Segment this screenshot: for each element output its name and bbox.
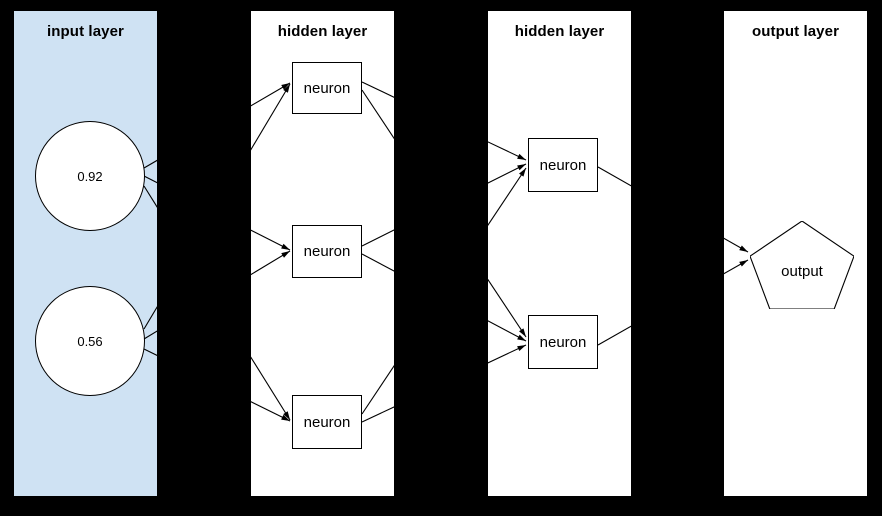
arrowhead-edge-h1a-h2b bbox=[519, 328, 526, 337]
connection-edge-in2-h1a bbox=[251, 83, 291, 151]
connection-edge-in2-h1c bbox=[143, 348, 157, 357]
connection-edge-h1a-h2a bbox=[361, 81, 394, 98]
connection-edge-in1-h1b bbox=[251, 229, 291, 251]
connection-edge-h1a-h2b bbox=[361, 89, 394, 140]
arrowhead-edge-in2-h1a bbox=[283, 84, 290, 93]
connection-edge-h1c-h2b bbox=[488, 344, 527, 364]
connection-edge-h2a-out bbox=[724, 237, 749, 253]
connection-edge-in1-h1c bbox=[143, 185, 157, 208]
node-hidden1-neuron-3[interactable]: neuron bbox=[292, 395, 362, 449]
node-input-node-1[interactable]: 0.92 bbox=[35, 121, 145, 231]
connection-edge-h1b-h2a bbox=[361, 229, 394, 247]
layer-title-output-layer: output layer bbox=[751, 23, 840, 40]
node-output-node[interactable]: output bbox=[749, 220, 855, 310]
connection-edge-h1b-h2b bbox=[361, 253, 394, 272]
node-hidden2-neuron-2[interactable]: neuron bbox=[528, 315, 598, 369]
node-hidden2-neuron-1[interactable]: neuron bbox=[528, 138, 598, 192]
arrowhead-edge-h1b-h2a bbox=[517, 164, 526, 171]
arrowhead-edge-in2-h1b bbox=[281, 251, 290, 258]
layer-title-input-layer: input layer bbox=[47, 23, 124, 40]
connection-edge-h2b-out bbox=[597, 325, 631, 346]
layer-panel-hidden-layer-2: hidden layer neuron neuron bbox=[487, 10, 632, 497]
connection-edge-h2a-out bbox=[597, 166, 631, 187]
node-input-node-2[interactable]: 0.56 bbox=[35, 286, 145, 396]
connection-edge-h1c-h2b bbox=[361, 406, 394, 423]
connection-edge-in1-h1b bbox=[143, 175, 157, 184]
connection-edge-in2-h1b bbox=[143, 330, 157, 340]
connection-edge-in2-h1c bbox=[251, 401, 291, 422]
edge-layer-input-layer bbox=[143, 159, 157, 357]
connection-edge-in1-h1c bbox=[251, 356, 291, 421]
arrowhead-edge-in1-h1c bbox=[283, 411, 290, 420]
arrowhead-edge-h2a-out bbox=[739, 245, 748, 252]
edge-layer-hidden-layer-2 bbox=[488, 141, 631, 364]
connection-edge-in2-h1b bbox=[251, 250, 291, 276]
arrowhead-edge-in1-h1a bbox=[281, 83, 290, 90]
layer-panel-hidden-layer-1: hidden layer neuron neuron neuron bbox=[250, 10, 395, 497]
node-hidden1-neuron-1[interactable]: neuron bbox=[292, 62, 362, 114]
arrowhead-edge-in1-h1b bbox=[281, 243, 290, 250]
layer-panel-input-layer: input layer 0.92 0.56 bbox=[13, 10, 158, 497]
connection-edge-h1c-h2a bbox=[361, 365, 394, 415]
layer-title-hidden-layer-1: hidden layer bbox=[277, 23, 368, 40]
arrowhead-edge-h2b-out bbox=[739, 260, 748, 267]
arrowhead-edge-in2-h1c bbox=[281, 414, 290, 421]
arrowhead-edge-h1b-h2b bbox=[517, 334, 526, 341]
node-hidden1-neuron-2[interactable]: neuron bbox=[292, 225, 362, 278]
connection-edge-h1a-h2b bbox=[488, 278, 527, 338]
arrowhead-edge-h1c-h2a bbox=[519, 168, 526, 177]
connection-edge-h1b-h2b bbox=[488, 320, 527, 342]
connection-edge-in1-h1a bbox=[251, 82, 291, 107]
arrowhead-edge-h1c-h2b bbox=[517, 345, 526, 352]
connection-edge-h1a-h2a bbox=[488, 141, 527, 161]
connection-edge-h1c-h2a bbox=[488, 167, 527, 226]
connection-edge-in2-h1a bbox=[143, 306, 157, 330]
connection-edge-h1b-h2a bbox=[488, 163, 527, 184]
layer-title-hidden-layer-2: hidden layer bbox=[514, 23, 605, 40]
connection-edge-in1-h1a bbox=[143, 159, 157, 169]
layer-panel-output-layer: output layer output bbox=[723, 10, 868, 497]
node-label-output-node: output bbox=[781, 263, 823, 281]
arrowhead-edge-h1a-h2a bbox=[517, 153, 526, 160]
connection-edge-h2b-out bbox=[724, 259, 749, 275]
